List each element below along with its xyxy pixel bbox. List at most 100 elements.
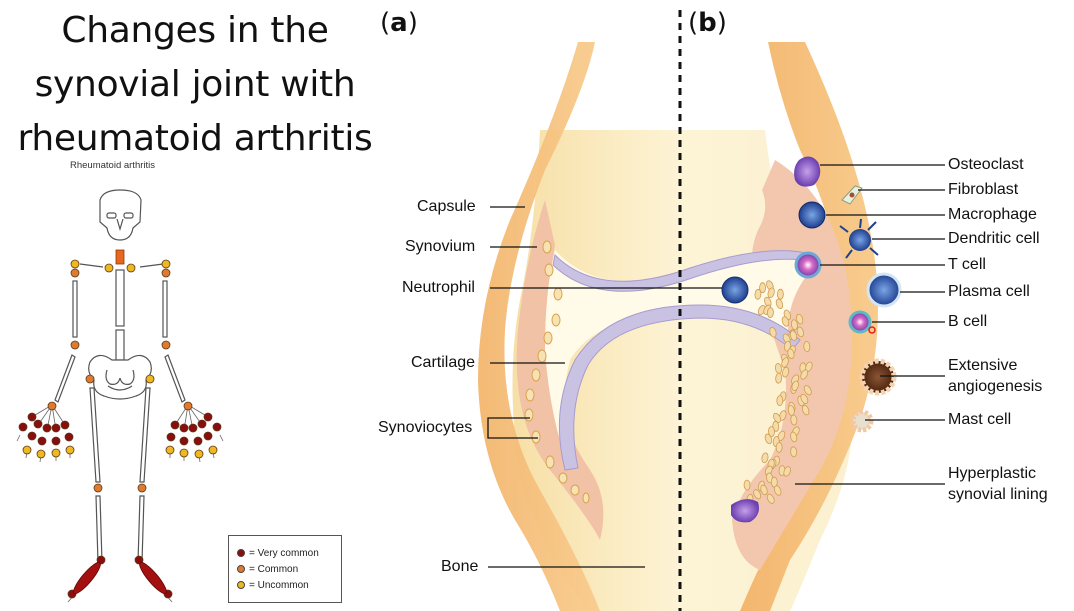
fibroblast bbox=[841, 185, 863, 205]
joint-marker bbox=[197, 419, 207, 429]
mast-cell bbox=[850, 409, 874, 433]
synoviocyte bbox=[775, 442, 783, 453]
synoviocyte bbox=[779, 410, 787, 421]
label-macrophage: Macrophage bbox=[948, 206, 1037, 223]
synoviocyte bbox=[805, 361, 813, 372]
joint-marker bbox=[64, 432, 74, 442]
joint-marker bbox=[70, 268, 80, 278]
panel-label-b: (b) bbox=[688, 8, 727, 38]
synoviocyte bbox=[764, 465, 773, 476]
very-common-dot-icon bbox=[237, 549, 245, 557]
synoviocyte bbox=[775, 372, 783, 384]
uncommon-dot-icon bbox=[237, 581, 245, 589]
joint-marker bbox=[179, 436, 189, 446]
label-plasma-cell: Plasma cell bbox=[948, 283, 1030, 300]
joint-marker bbox=[188, 423, 198, 433]
joint-marker bbox=[37, 436, 47, 446]
synoviocyte bbox=[800, 369, 809, 380]
panel-letter-a: a bbox=[390, 8, 408, 38]
joint-marker bbox=[183, 401, 193, 411]
eye-right bbox=[123, 212, 134, 219]
joint-marker bbox=[212, 422, 222, 432]
joint-marker bbox=[51, 436, 61, 446]
common-dot-icon bbox=[237, 565, 245, 573]
pelvis bbox=[88, 354, 152, 400]
joint-marker bbox=[161, 259, 171, 269]
joint-marker bbox=[51, 423, 61, 433]
synoviocyte bbox=[788, 329, 796, 340]
joint-marker bbox=[36, 449, 46, 459]
synoviocyte bbox=[768, 459, 777, 470]
joint-space bbox=[545, 250, 820, 470]
joint-marker bbox=[70, 259, 80, 269]
b-cell-marker bbox=[868, 326, 876, 334]
label-synovial-lining: synovial lining bbox=[948, 486, 1048, 503]
capsule-right bbox=[740, 42, 878, 611]
synoviocyte bbox=[764, 296, 772, 308]
synoviocyte bbox=[797, 395, 805, 407]
synoviocyte bbox=[790, 446, 798, 458]
synoviocyte bbox=[753, 489, 762, 500]
synoviocyte bbox=[783, 309, 792, 321]
plasma-cell bbox=[866, 272, 902, 308]
joint-marker bbox=[161, 268, 171, 278]
spine-upper bbox=[115, 269, 125, 327]
capsule-left bbox=[478, 42, 600, 611]
skeleton-figure-title: Rheumatoid arthritis bbox=[70, 160, 156, 171]
joint-marker bbox=[47, 401, 57, 411]
legend-row-uncommon: = Uncommon bbox=[237, 577, 341, 593]
synovium-right-hyperplastic bbox=[732, 160, 852, 570]
synoviocyte bbox=[796, 326, 804, 338]
foot-left bbox=[73, 561, 101, 595]
synoviocyte bbox=[781, 357, 789, 368]
synoviocyte bbox=[763, 304, 772, 315]
joint-marker bbox=[126, 263, 136, 273]
synoviocyte bbox=[791, 374, 800, 385]
joint-marker bbox=[145, 374, 155, 384]
label-angiogenesis: angiogenesis bbox=[948, 378, 1043, 395]
synoviocyte bbox=[772, 436, 780, 447]
osteoclast bbox=[794, 156, 821, 187]
synoviocyte bbox=[757, 305, 766, 316]
joint-marker bbox=[33, 419, 43, 429]
synoviocyte bbox=[799, 362, 807, 374]
synoviocyte bbox=[772, 420, 780, 432]
synoviocyte bbox=[776, 395, 784, 407]
synoviocyte bbox=[787, 405, 795, 416]
legend-label: = Uncommon bbox=[249, 579, 309, 591]
joint-marker bbox=[70, 340, 80, 350]
skull bbox=[99, 189, 142, 241]
label-extensive: Extensive bbox=[948, 357, 1018, 374]
synoviocyte bbox=[775, 363, 782, 374]
legend-row-common: = Common bbox=[237, 561, 341, 577]
synoviocyte bbox=[779, 391, 787, 402]
synoviocyte bbox=[767, 458, 775, 470]
b-cell bbox=[848, 310, 872, 334]
joint-marker bbox=[18, 422, 28, 432]
synoviocyte bbox=[769, 326, 777, 338]
joint-marker bbox=[161, 340, 171, 350]
synoviocyte bbox=[789, 330, 798, 341]
joint-marker bbox=[22, 445, 32, 455]
synoviocyte bbox=[790, 383, 798, 394]
label-dendritic-cell: Dendritic cell bbox=[948, 230, 1040, 247]
foot-right bbox=[139, 561, 167, 595]
label-synoviocytes: Synoviocytes bbox=[378, 419, 473, 436]
joint-marker bbox=[170, 420, 180, 430]
synoviocyte bbox=[775, 298, 784, 310]
synoviocyte bbox=[791, 380, 799, 392]
eye-left bbox=[106, 212, 117, 219]
label-t-cell: T cell bbox=[948, 256, 986, 273]
joint-marker bbox=[27, 431, 37, 441]
dendritic-cell bbox=[839, 218, 879, 259]
synoviocyte bbox=[768, 426, 775, 437]
cartilage-upper bbox=[552, 250, 816, 292]
joint-marker bbox=[42, 423, 52, 433]
synoviocyte bbox=[790, 431, 798, 443]
joint-marker bbox=[104, 263, 114, 273]
synoviocyte bbox=[781, 353, 789, 365]
label-synovium: Synovium bbox=[405, 238, 476, 255]
panel-letter-b: b bbox=[698, 8, 717, 38]
joint-marker bbox=[179, 423, 189, 433]
slide-title-line-3: rheumatoid arthritis bbox=[17, 118, 373, 159]
